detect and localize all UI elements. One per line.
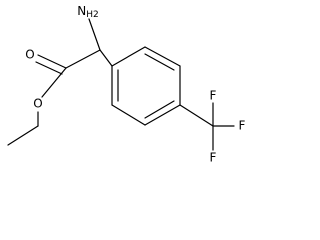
ring-inner-double-1 [144,53,175,71]
bond-alpha-c-nitrogen [88,18,101,51]
bond-carbonyl-double-b [35,61,63,75]
chemical-structure: NH2 O O F F F [7,4,246,165]
atom-label-ester-oxygen: O [33,97,42,111]
bond-carbonyl-double-a [37,54,67,69]
ring-bond-2 [144,46,181,67]
bond-alpha-c-ring [99,49,113,67]
atom-label-fluorine-bottom: F [210,151,217,165]
atom-label-carbonyl-oxygen: O [25,48,34,62]
bond-ring-cf3 [179,104,214,127]
atom-label-fluorine-top: F [210,89,217,103]
atom-label-amino: NH2 [77,4,98,20]
atom-labels: NH2 O O F F F [25,4,245,165]
bond-ethyl-ch3-ch2 [7,125,39,146]
ring-bond-1 [111,46,146,67]
ring-bond-5 [111,104,146,126]
bond-carbonyl-c-alpha-c [65,49,101,69]
bond-ester-o-carbonyl-c [41,67,67,98]
atom-label-fluorine-right: F [239,119,246,133]
bond-lines [7,18,235,151]
ring-inner-double-2 [144,100,175,119]
ring-bond-4 [144,104,181,126]
